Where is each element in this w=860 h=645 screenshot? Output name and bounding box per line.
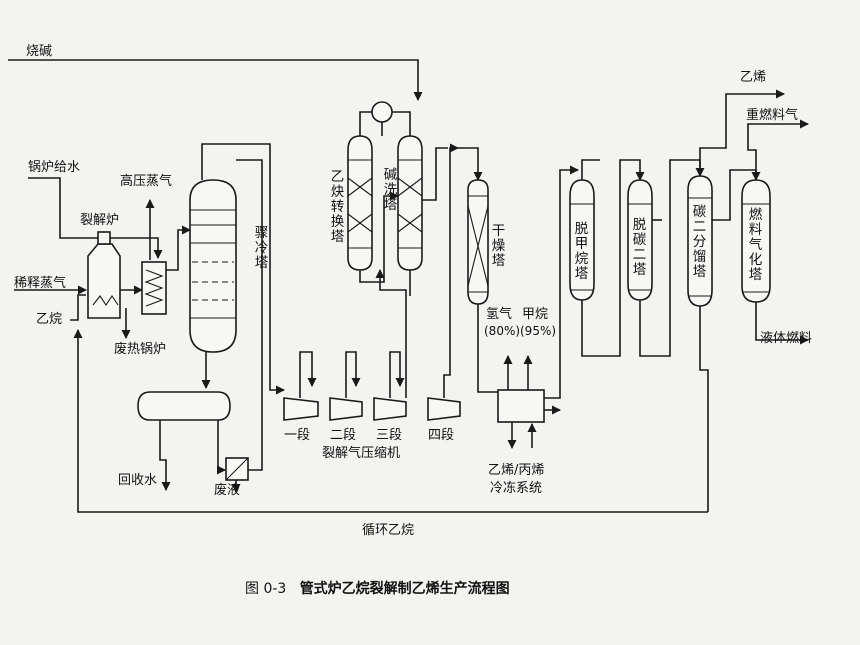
waste-liquid-label: 废液: [214, 483, 241, 498]
caustic-wash-tower: [397, 135, 423, 271]
recovered-water-label: 回收水: [118, 473, 158, 488]
converter-wash-piping: [359, 111, 448, 296]
boiler-to-quench-line: [166, 225, 191, 271]
caustic-label: 烧碱: [26, 44, 53, 59]
waste-heat-boiler: [141, 261, 167, 315]
boiler-feed-water-label: 锅炉给水: [28, 160, 81, 175]
hydrogen-purity-label: (80%): [484, 324, 521, 338]
dryer-tower: [467, 179, 489, 305]
figure-caption: 图 0-3 管式炉乙烷裂解制乙烯生产流程图: [245, 578, 510, 598]
methane-label: 甲烷: [522, 307, 549, 322]
quench-tower-label: 骤冷塔: [254, 225, 269, 272]
separation-piping: [581, 89, 809, 512]
fuel-gasifier-label: 燃料气化塔: [748, 207, 763, 284]
c2-splitter-tower: [687, 175, 713, 307]
demethanizer-label: 脱甲烷塔: [574, 221, 589, 283]
acetylene-converter: [347, 135, 373, 271]
heat-exchanger-circle: [371, 101, 393, 123]
refrigeration-label-2: 冷冻系统: [490, 481, 543, 496]
separator-drum: [137, 391, 231, 421]
waste-heat-boiler-label: 废热锅炉: [114, 342, 167, 357]
recycle-ethane-label: 循环乙烷: [362, 523, 415, 538]
waste-filter: [225, 457, 249, 481]
interstage-lines: [299, 143, 459, 398]
refrigeration-label-1: 乙烯/丙烯: [488, 463, 545, 478]
compressor-stage-1: [283, 397, 319, 421]
figure-title: 管式炉乙烷裂解制乙烯生产流程图: [299, 581, 510, 597]
hydrogen-label: 氢气: [486, 307, 513, 322]
ethylene-product-label: 乙烯: [740, 70, 767, 85]
liquid-fuel-label: 液体燃料: [760, 331, 813, 346]
boiler-feed-water-line: [28, 177, 163, 259]
caustic-feed-line: [8, 59, 423, 101]
cold-box-piping: [503, 165, 579, 449]
demethanizer-tower: [569, 179, 595, 301]
cold-box: [497, 389, 545, 423]
quench-tower: [189, 179, 237, 353]
hp-steam-label: 高压蒸气: [120, 174, 173, 189]
quench-overhead-line: [201, 143, 285, 395]
dryer-label: 干燥塔: [491, 223, 506, 270]
recovered-water-line: [159, 420, 171, 491]
acetylene-converter-label: 乙炔转换塔: [330, 169, 345, 246]
stage-1-label: 一段: [284, 428, 311, 443]
filter-return-line: [236, 159, 263, 471]
compressor-stage-4: [427, 397, 461, 421]
dilution-steam-label: 稀释蒸气: [14, 276, 67, 291]
fuel-gasifier-tower: [741, 179, 771, 303]
ethane-feed-label: 乙烷: [36, 312, 63, 327]
stage-4-label: 四段: [428, 428, 455, 443]
compressor-label: 裂解气压缩机: [322, 446, 401, 461]
compressor-stage-2: [329, 397, 363, 421]
stage-2-label: 二段: [330, 428, 357, 443]
heavy-fuel-label: 重燃料气: [746, 108, 799, 123]
drum-to-filter-line: [217, 420, 226, 475]
cracking-furnace: [87, 231, 121, 319]
compressor-stage-3: [373, 397, 407, 421]
deethanizer-label: 脱碳二塔: [632, 217, 647, 279]
recycle-ethane-line: [73, 329, 708, 513]
methane-purity-label: (95%): [520, 324, 557, 338]
caustic-wash-label: 碱洗塔: [383, 167, 398, 214]
figure-number: 图 0-3: [245, 581, 287, 597]
ethane-feed-line: [70, 294, 86, 321]
dryer-piping: [458, 147, 498, 393]
stage-3-label: 三段: [376, 428, 403, 443]
cracking-furnace-label: 裂解炉: [80, 213, 120, 228]
c2-splitter-label: 碳二分馏塔: [692, 204, 707, 281]
deethanizer-tower: [627, 179, 653, 301]
